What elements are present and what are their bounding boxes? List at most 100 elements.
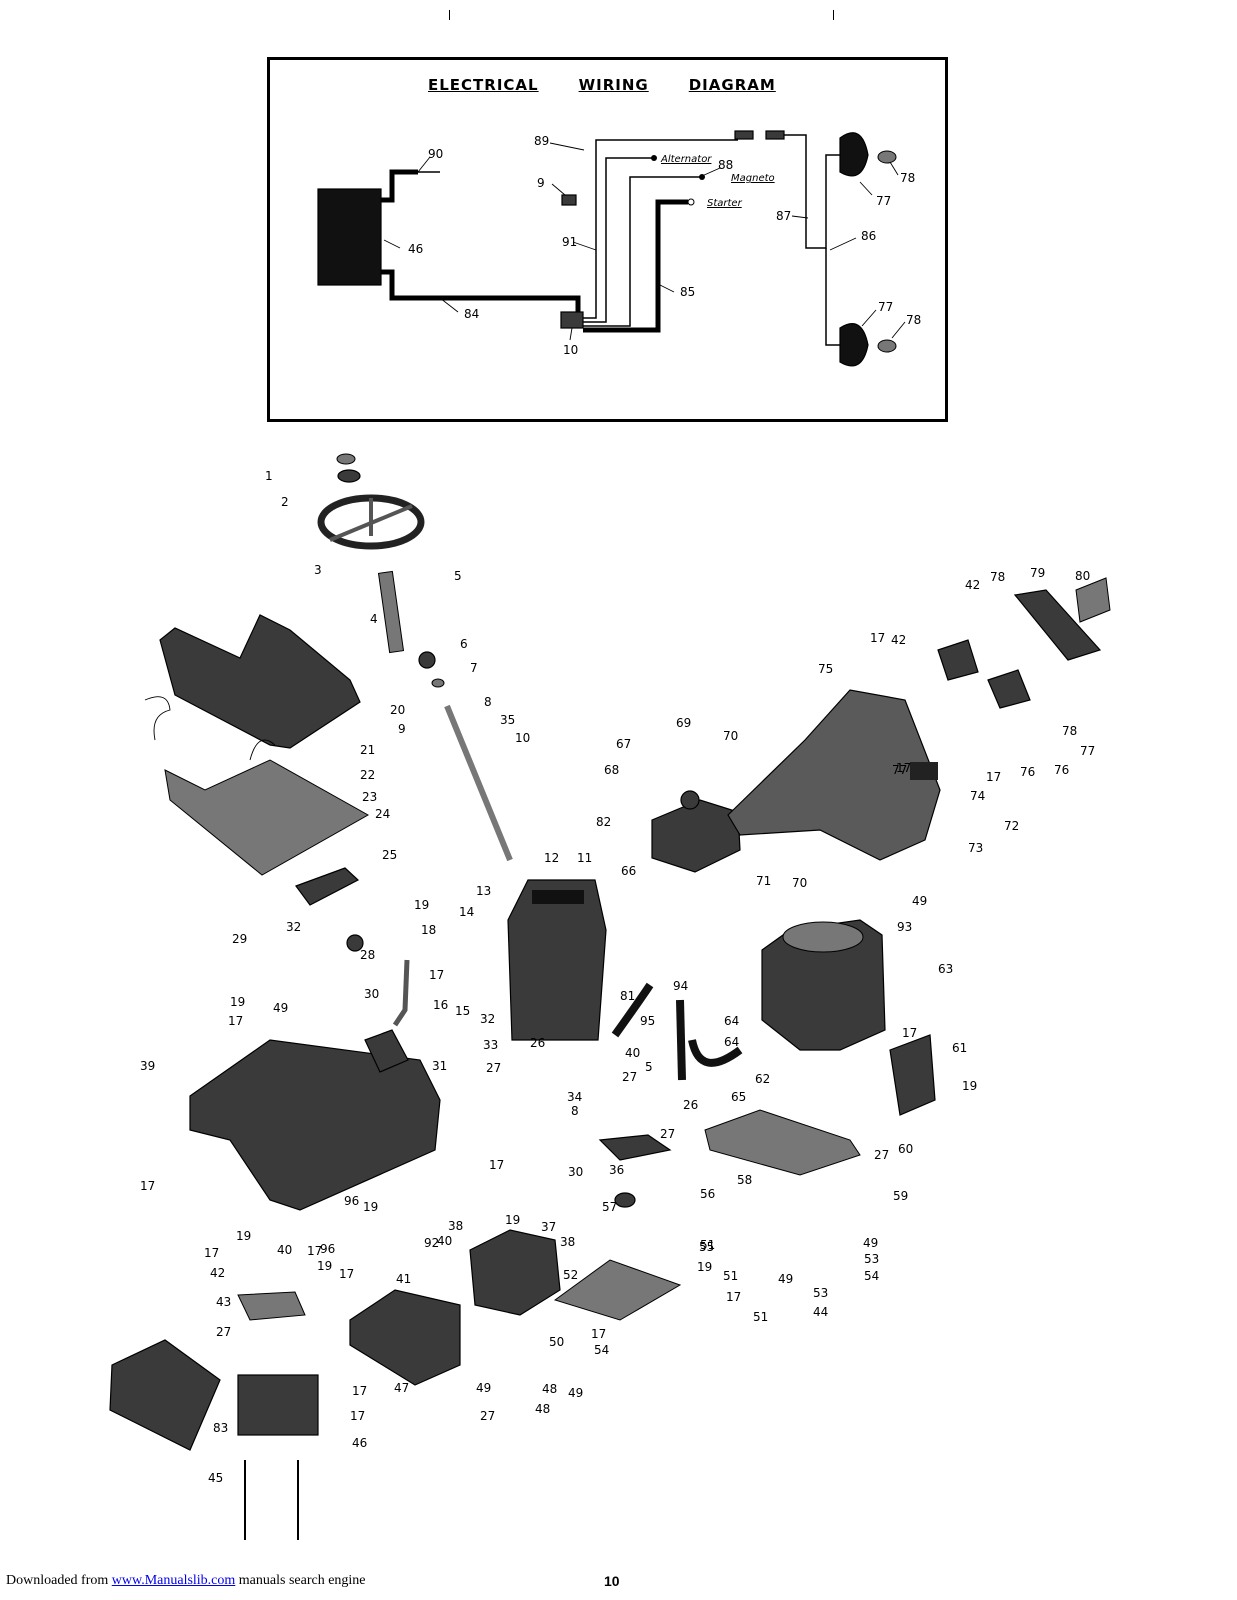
part-callout-number: 27	[480, 1409, 495, 1423]
title-word: ELECTRICAL	[428, 76, 539, 94]
battery-cover	[109, 1339, 221, 1451]
part-callout-number: 53	[813, 1286, 828, 1300]
part-callout-number: 6	[460, 637, 468, 651]
manualslib-link[interactable]: www.Manualslib.com	[111, 1573, 236, 1588]
harness-wire	[583, 139, 738, 319]
part-callout-number: 82	[596, 815, 611, 829]
part-callout-number: 19	[317, 1259, 332, 1273]
part-callout-number: 96	[320, 1242, 335, 1256]
exploded-callouts: 1234567891035202122232425697067688266717…	[140, 469, 1095, 1485]
part-callout-number: 42	[891, 633, 906, 647]
fuel-cap	[680, 790, 700, 810]
wiring-diagram: Alternator Magneto Starter 9046848999110…	[317, 130, 921, 367]
transaxle	[469, 1229, 561, 1316]
part-callout-number: 31	[432, 1059, 447, 1073]
part-callout-number: 80	[1075, 569, 1090, 583]
part-callout-number: 77	[878, 300, 893, 314]
part-callout-number: 38	[448, 1219, 463, 1233]
part-callout-number: 27	[216, 1325, 231, 1339]
part-callout-number: 44	[813, 1305, 828, 1319]
part-callout-number: 49	[863, 1236, 878, 1250]
part-callout-number: 74	[970, 789, 985, 803]
part-callout-number: 12	[544, 851, 559, 865]
key-symbol	[561, 194, 577, 206]
part-callout-number: 10	[515, 731, 530, 745]
part-callout-number: 17	[986, 770, 1001, 784]
exploded-parts	[109, 453, 1111, 1540]
part-callout-number: 22	[360, 768, 375, 782]
part-callout-number: 17	[339, 1267, 354, 1281]
terminal-label: Starter	[707, 198, 743, 209]
steering-spokes	[329, 498, 413, 542]
headlight-symbol	[839, 323, 869, 367]
part-callout-number: 13	[476, 884, 491, 898]
steering-insert	[337, 469, 361, 483]
ignition-switch-symbol	[560, 311, 584, 329]
terminal-label: Alternator	[660, 154, 712, 165]
shift-plate	[364, 1029, 409, 1073]
part-callout-number: 29	[232, 932, 247, 946]
part-callout-number: 57	[602, 1200, 617, 1214]
battery-cable-positive	[381, 169, 418, 203]
part-callout-number: 51	[753, 1310, 768, 1324]
part-callout-number: 77	[876, 194, 891, 208]
top-margin-mark	[449, 10, 450, 20]
hose	[611, 982, 654, 1038]
part-callout-number: 19	[505, 1213, 520, 1227]
part-callout-number: 49	[568, 1386, 583, 1400]
terminal-dot	[687, 198, 695, 206]
part-callout-number: 30	[568, 1165, 583, 1179]
part-callout-number: 49	[476, 1381, 491, 1395]
fuel-tank	[651, 799, 741, 873]
dash-gauge	[532, 890, 584, 904]
part-callout-number: 19	[363, 1200, 378, 1214]
part-callout-number: 96	[344, 1194, 359, 1208]
part-callout-number: 39	[140, 1059, 155, 1073]
part-callout-number: 76	[1020, 765, 1035, 779]
part-callout-number: 37	[541, 1220, 556, 1234]
part-callout-number: 51	[723, 1269, 738, 1283]
part-callout-number: 5	[645, 1060, 653, 1074]
lamp-lens	[1075, 577, 1111, 623]
part-callout-number: 72	[1004, 819, 1019, 833]
headlight-symbol	[839, 132, 869, 177]
part-callout-number: 69	[676, 716, 691, 730]
brake-linkage	[553, 1259, 682, 1321]
part-callout-number: 81	[620, 989, 635, 1003]
engine-shroud	[782, 921, 864, 953]
part-callout-number: 32	[480, 1012, 495, 1026]
part-callout-number: 71	[756, 874, 771, 888]
part-callout-number: 17	[902, 1026, 917, 1040]
part-callout-number: 17	[228, 1014, 243, 1028]
steering-column	[444, 704, 513, 862]
part-callout-number: 79	[1030, 566, 1045, 580]
part-callout-number: 25	[382, 848, 397, 862]
magneto-wire	[583, 176, 700, 327]
part-callout-number: 42	[210, 1266, 225, 1280]
part-callout-number: 42	[965, 578, 980, 592]
part-callout-number: 19	[697, 1260, 712, 1274]
part-callout-number: 78	[906, 313, 921, 327]
part-callout-number: 70	[792, 876, 807, 890]
part-callout-number: 46	[408, 242, 423, 256]
part-callout-number: 60	[898, 1142, 913, 1156]
top-margin-mark	[833, 10, 834, 20]
part-callout-number: 89	[534, 134, 549, 148]
part-callout-number: 47	[394, 1381, 409, 1395]
part-callout-number: 4	[370, 612, 378, 626]
headlight	[987, 669, 1031, 709]
part-callout-number: 17	[896, 761, 911, 775]
part-callout-number: 63	[938, 962, 953, 976]
part-callout-number: 8	[571, 1104, 579, 1118]
part-callout-number: 17	[204, 1246, 219, 1260]
part-callout-number: 64	[724, 1014, 739, 1028]
part-callout-number: 40	[437, 1234, 452, 1248]
battery	[237, 1374, 319, 1436]
part-callout-number: 24	[375, 807, 390, 821]
engine-plate	[889, 1034, 936, 1116]
part-callout-number: 41	[396, 1272, 411, 1286]
part-callout-number: 40	[625, 1046, 640, 1060]
battery-rods	[244, 1460, 299, 1540]
